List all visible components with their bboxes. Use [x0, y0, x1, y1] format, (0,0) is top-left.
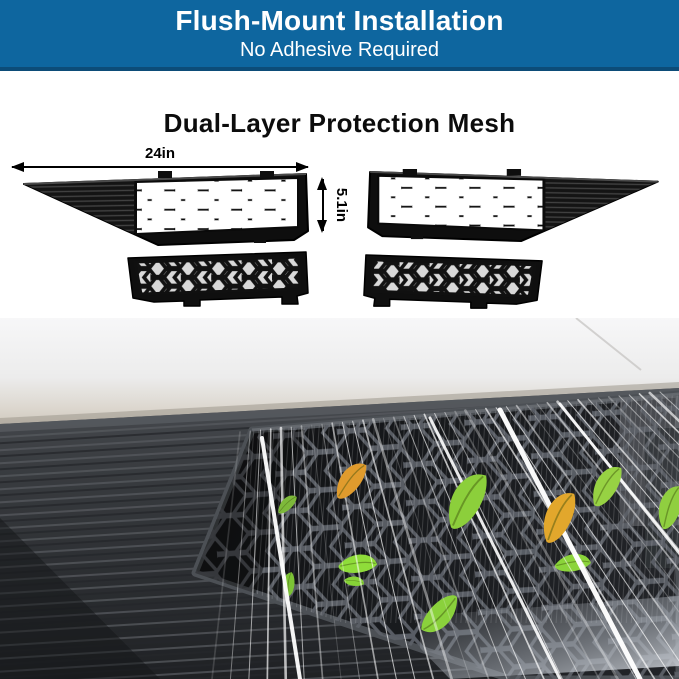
width-dimension-label: 24in [144, 145, 176, 162]
bumper-reflection [420, 596, 679, 679]
banner-title: Flush-Mount Installation [175, 5, 504, 36]
section-title: Dual-Layer Protection Mesh [163, 108, 516, 138]
header-banner: Flush-Mount Installation No Adhesive Req… [0, 0, 679, 71]
grille-piece-left [8, 171, 312, 247]
installed-grille-photo [0, 318, 679, 679]
banner-subtitle: No Adhesive Required [239, 39, 439, 61]
airflow-lines [211, 391, 679, 679]
mesh-insert-left [126, 251, 310, 308]
grille-piece-right [364, 169, 674, 243]
height-dimension-label: 5.1in [333, 187, 350, 223]
width-dimension-arrow: 24in [11, 145, 309, 172]
height-dimension-arrow: 5.1in [317, 177, 350, 233]
mesh-insert-right [362, 254, 544, 310]
